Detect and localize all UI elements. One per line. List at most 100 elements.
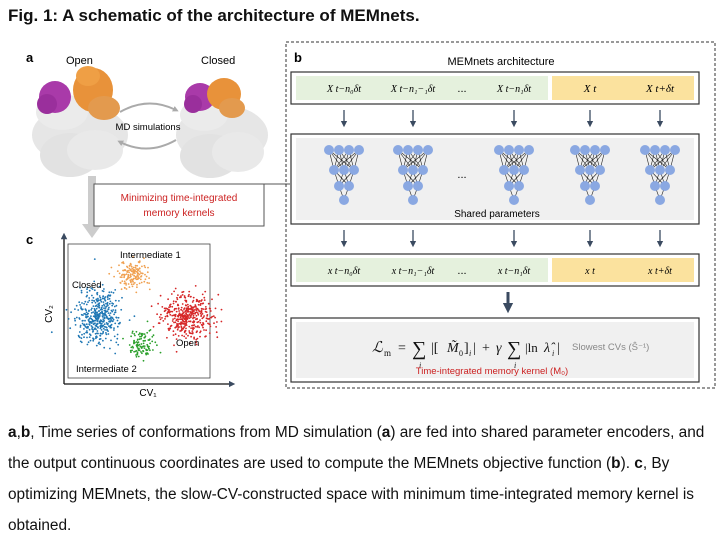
network-node — [575, 165, 585, 175]
scatter-point — [156, 344, 158, 347]
scatter-point — [114, 299, 117, 302]
scatter-point — [97, 297, 99, 300]
network-node — [570, 145, 580, 155]
scatter-point — [102, 330, 105, 333]
scatter-point — [158, 316, 161, 318]
scatter-point — [106, 296, 109, 299]
scatter-point — [187, 295, 190, 298]
scatter-point — [95, 304, 98, 307]
scatter-point — [173, 307, 176, 310]
scatter-point — [110, 291, 113, 293]
scatter-point — [92, 296, 95, 299]
scatter-point — [117, 343, 120, 346]
scatter-point — [112, 291, 115, 294]
scatter-point — [180, 295, 182, 297]
scatter-point — [91, 328, 93, 330]
scatter-point — [195, 331, 198, 334]
scatter-point — [208, 323, 211, 325]
scatter-point — [188, 308, 191, 311]
network-node — [580, 181, 590, 191]
scatter-point — [194, 285, 197, 287]
scatter-point — [191, 301, 194, 303]
scatter-point — [136, 264, 139, 267]
scatter-point — [92, 315, 95, 318]
scatter-point — [156, 313, 159, 316]
scatter-point — [80, 289, 83, 292]
scatter-point — [175, 350, 178, 353]
scatter-point — [208, 332, 211, 334]
scatter-point — [138, 282, 141, 285]
scatter-point — [149, 342, 152, 345]
scatter-point — [200, 307, 203, 310]
network-node — [504, 181, 514, 191]
scatter-point — [143, 280, 146, 283]
scatter-point — [95, 344, 98, 347]
scatter-point — [98, 304, 100, 307]
scatter-point — [88, 299, 91, 302]
scatter-point — [130, 270, 133, 272]
scatter-point — [195, 338, 198, 341]
scatter-point — [169, 327, 172, 330]
scatter-point — [199, 319, 201, 321]
scatter-point — [171, 314, 174, 317]
scatter-point — [172, 300, 175, 303]
scatter-point — [189, 315, 191, 317]
scatter-point — [190, 327, 193, 329]
scatter-point — [214, 316, 217, 319]
scatter-point — [97, 342, 100, 345]
input-to-encoder-arrows — [340, 110, 664, 128]
scatter-point — [206, 314, 209, 316]
scatter-point — [113, 313, 115, 316]
scatter-point — [95, 335, 98, 338]
scatter-point — [180, 318, 183, 320]
scatter-point — [125, 282, 127, 285]
network-node — [650, 181, 660, 191]
scatter-point — [108, 302, 111, 305]
scatter-point — [94, 319, 97, 322]
scatter-point — [161, 306, 164, 308]
scatter-point — [85, 326, 88, 329]
figure-title: Fig. 1: A schematic of the architecture … — [8, 6, 420, 25]
network-edge — [503, 149, 530, 171]
scatter-point — [188, 330, 191, 332]
output-x-4: x t+δt — [647, 266, 672, 277]
scatter-point — [103, 304, 106, 307]
scatter-point — [195, 305, 197, 308]
scatter-point — [95, 307, 98, 310]
scatter-point — [191, 327, 194, 330]
scatter-point — [121, 280, 124, 282]
scatter-point — [102, 290, 105, 293]
scatter-point — [134, 264, 137, 267]
scatter-point — [129, 349, 132, 352]
scatter-point — [87, 301, 89, 303]
scatter-point — [204, 290, 207, 293]
objective-bg — [296, 322, 694, 378]
scatter-point — [97, 299, 99, 302]
scatter-point — [212, 315, 215, 317]
scatter-point — [148, 345, 150, 348]
scatter-point — [201, 324, 204, 327]
caption-text: , — [16, 424, 21, 441]
network-node — [344, 145, 354, 155]
scatter-point — [132, 283, 135, 285]
scatter-point — [91, 301, 94, 304]
network-node — [600, 145, 610, 155]
svg-text:i: i — [514, 361, 516, 370]
scatter-point — [206, 317, 209, 320]
panel-c-label: c — [26, 232, 33, 247]
scatter-point — [138, 332, 141, 335]
scatter-point — [105, 305, 108, 308]
scatter-point — [157, 302, 160, 305]
scatter-point — [189, 342, 191, 345]
scatter-point — [133, 342, 135, 345]
scatter-point — [172, 302, 175, 305]
network-node — [595, 165, 605, 175]
scatter-point — [177, 335, 180, 337]
scatter-point — [178, 312, 181, 315]
scatter-point — [102, 312, 105, 315]
scatter-point — [148, 339, 151, 341]
scatter-point — [200, 315, 203, 317]
scatter-point — [95, 315, 98, 318]
panel-b-title: MEMnets architecture — [448, 56, 555, 68]
scatter-point — [202, 308, 205, 310]
